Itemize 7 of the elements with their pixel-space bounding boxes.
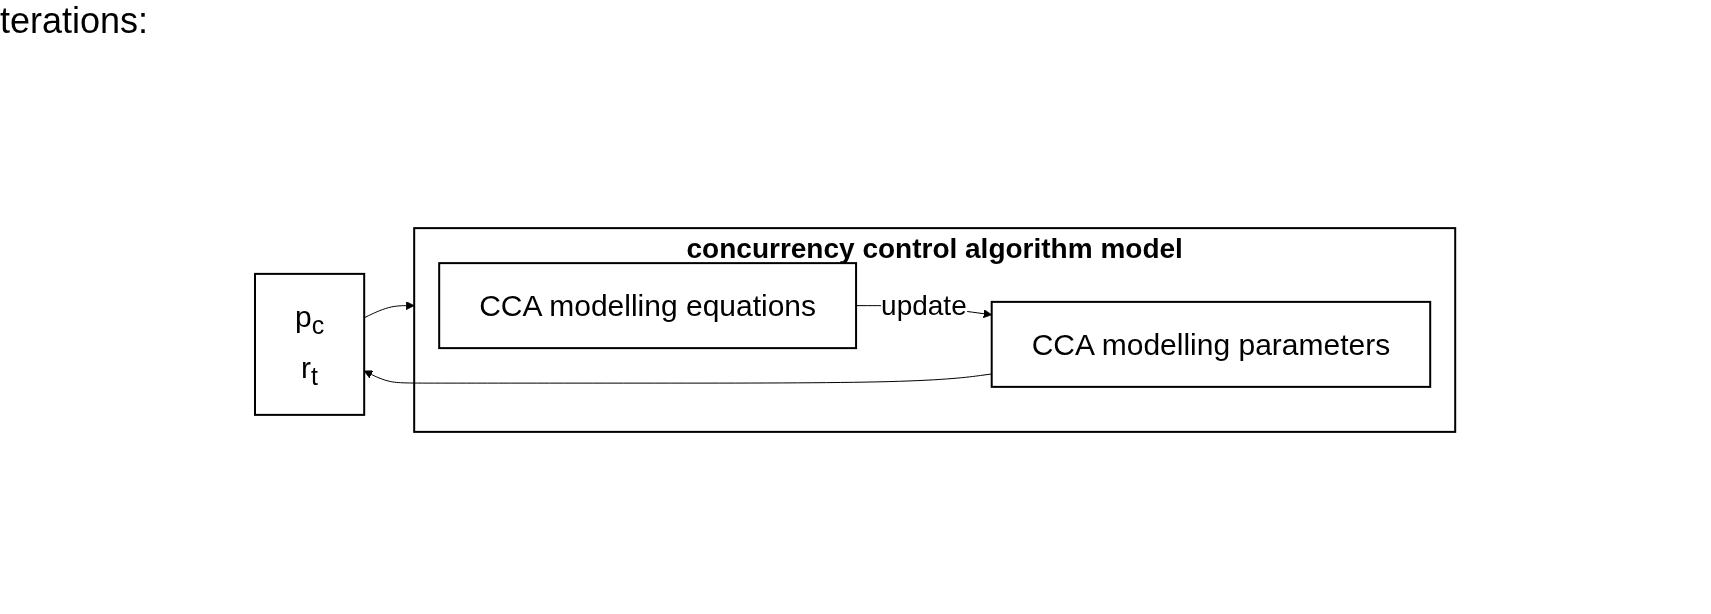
node-box: p$_{c}$ r$_{t}$: [254, 272, 366, 416]
node-box: CCA modelling equations: [438, 262, 858, 350]
edge-label: update: [881, 289, 968, 321]
arrow: [364, 301, 415, 319]
note-text: terations:: [0, 0, 149, 42]
arrow: [364, 370, 993, 384]
node-box: CCA modelling parameters: [991, 300, 1432, 388]
